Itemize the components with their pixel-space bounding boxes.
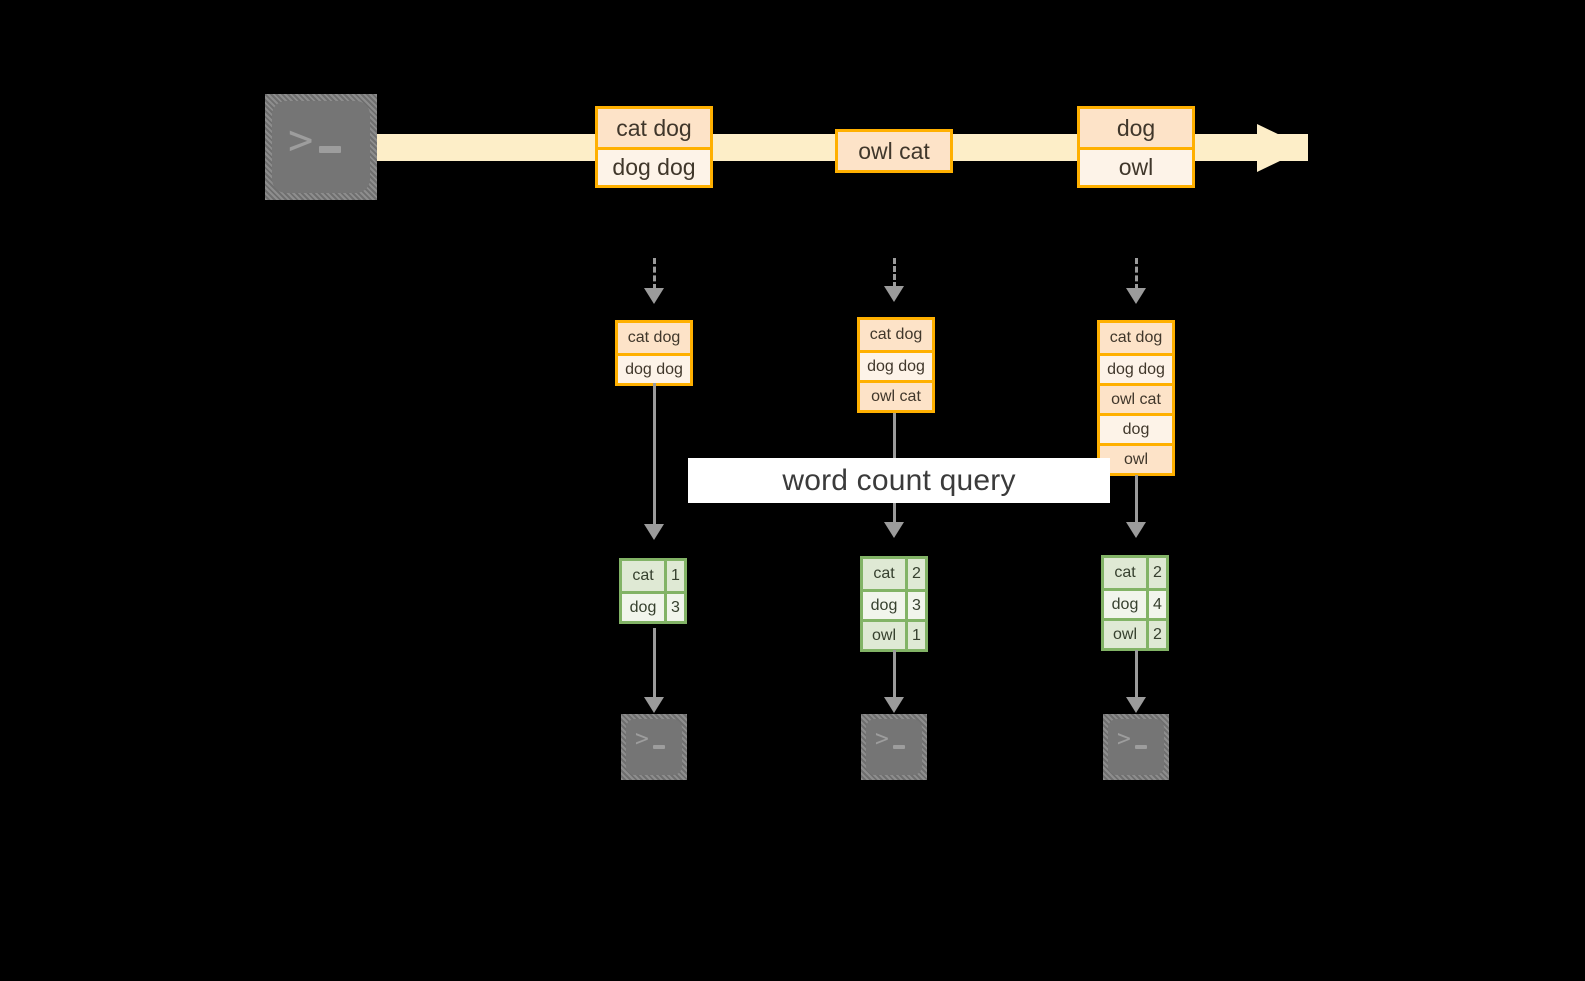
result-word: owl <box>1104 621 1146 648</box>
stream-event-line: dog dog <box>598 147 710 185</box>
stream-event-3[interactable]: dog owl <box>1077 106 1195 188</box>
result-count: 2 <box>1146 558 1166 588</box>
sink-terminal-icon-1: > <box>621 714 687 780</box>
sink-terminal-icon-2: > <box>861 714 927 780</box>
result-count: 3 <box>664 594 684 621</box>
batch-to-result-arrowhead-1 <box>644 524 664 540</box>
table-row: cat 2 <box>1104 558 1166 588</box>
result-count: 2 <box>905 559 925 589</box>
result-count: 2 <box>1146 621 1166 648</box>
result-word: dog <box>622 594 664 621</box>
terminal-screen: > <box>866 719 922 775</box>
batch-line: dog dog <box>618 353 690 383</box>
batch-line: dog <box>1100 413 1172 443</box>
query-banner: word count query <box>688 458 1110 503</box>
result-to-sink-connector-1 <box>653 628 656 698</box>
query-banner-label: word count query <box>782 463 1016 497</box>
stream-event-line: cat dog <box>598 109 710 147</box>
stream-to-batch-arrowhead-1 <box>644 288 664 304</box>
batch-line: owl <box>1100 443 1172 473</box>
batch-to-result-connector-1 <box>653 383 656 525</box>
result-to-sink-arrowhead-3 <box>1126 697 1146 713</box>
terminal-screen: > <box>1108 719 1164 775</box>
table-row: cat 1 <box>622 561 684 591</box>
terminal-screen: > <box>272 101 370 193</box>
batch-to-result-connector-3 <box>1135 475 1138 523</box>
result-word: owl <box>863 622 905 649</box>
result-count: 1 <box>905 622 925 649</box>
batch-line: dog dog <box>860 350 932 380</box>
result-table-3[interactable]: cat 2 dog 4 owl 2 <box>1101 555 1169 651</box>
stream-event-line: dog <box>1080 109 1192 147</box>
stream-event-2[interactable]: owl cat <box>835 129 953 173</box>
result-word: cat <box>1104 558 1146 588</box>
batch-line: cat dog <box>1100 323 1172 353</box>
table-row: owl 2 <box>1104 618 1166 648</box>
result-count: 3 <box>905 592 925 619</box>
stream-event-line: owl cat <box>838 132 950 170</box>
result-to-sink-connector-3 <box>1135 650 1138 698</box>
stream-to-batch-connector-3 <box>1135 258 1138 290</box>
terminal-cursor-glyph <box>319 146 341 153</box>
batch-line: owl cat <box>1100 383 1172 413</box>
result-word: dog <box>863 592 905 619</box>
terminal-prompt-glyph: > <box>875 726 889 752</box>
batch-box-1[interactable]: cat dog dog dog <box>615 320 693 386</box>
table-row: dog 3 <box>622 591 684 621</box>
table-row: cat 2 <box>863 559 925 589</box>
result-count: 1 <box>664 561 684 591</box>
terminal-cursor-glyph <box>653 745 665 749</box>
terminal-cursor-glyph <box>1135 745 1147 749</box>
result-to-sink-arrowhead-1 <box>644 697 664 713</box>
table-row: dog 4 <box>1104 588 1166 618</box>
batch-line: cat dog <box>860 320 932 350</box>
result-to-sink-connector-2 <box>893 650 896 698</box>
stream-to-batch-connector-2 <box>893 258 896 288</box>
result-word: dog <box>1104 591 1146 618</box>
result-to-sink-arrowhead-2 <box>884 697 904 713</box>
result-table-1[interactable]: cat 1 dog 3 <box>619 558 687 624</box>
stream-to-batch-arrowhead-3 <box>1126 288 1146 304</box>
batch-to-result-arrowhead-3 <box>1126 522 1146 538</box>
result-count: 4 <box>1146 591 1166 618</box>
result-table-2[interactable]: cat 2 dog 3 owl 1 <box>860 556 928 652</box>
result-word: cat <box>622 561 664 591</box>
stream-arrowhead <box>1257 124 1307 172</box>
batch-to-result-arrowhead-2 <box>884 522 904 538</box>
terminal-prompt-glyph: > <box>288 115 314 164</box>
result-word: cat <box>863 559 905 589</box>
terminal-prompt-glyph: > <box>635 726 649 752</box>
terminal-cursor-glyph <box>893 745 905 749</box>
source-terminal-icon: > <box>265 94 377 200</box>
sink-terminal-icon-3: > <box>1103 714 1169 780</box>
terminal-screen: > <box>626 719 682 775</box>
stream-event-line: owl <box>1080 147 1192 185</box>
batch-line: owl cat <box>860 380 932 410</box>
terminal-prompt-glyph: > <box>1117 726 1131 752</box>
batch-line: cat dog <box>618 323 690 353</box>
batch-line: dog dog <box>1100 353 1172 383</box>
batch-box-3[interactable]: cat dog dog dog owl cat dog owl <box>1097 320 1175 476</box>
table-row: owl 1 <box>863 619 925 649</box>
stream-event-1[interactable]: cat dog dog dog <box>595 106 713 188</box>
stream-to-batch-connector-1 <box>653 258 656 290</box>
batch-box-2[interactable]: cat dog dog dog owl cat <box>857 317 935 413</box>
stream-to-batch-arrowhead-2 <box>884 286 904 302</box>
table-row: dog 3 <box>863 589 925 619</box>
